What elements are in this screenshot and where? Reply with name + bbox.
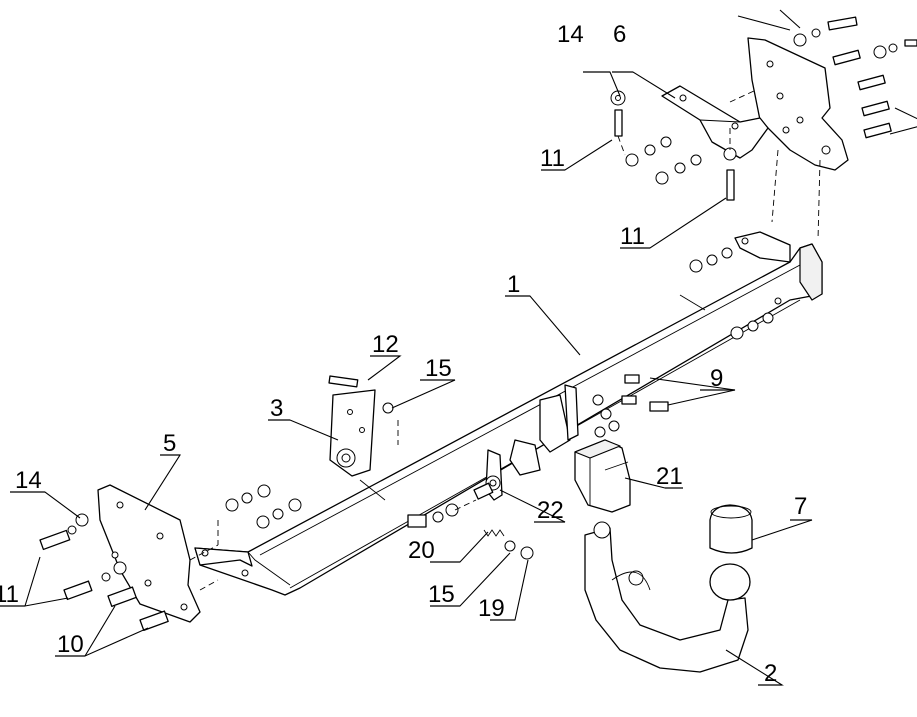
main-crossbeam [194, 231, 823, 596]
callout-15-low: 15 [428, 581, 455, 608]
callout-2: 2 [764, 660, 777, 687]
left-side-plate [97, 484, 201, 623]
callout-22: 22 [537, 497, 564, 524]
right-side-plate [747, 37, 849, 171]
callout-19: 19 [478, 595, 505, 622]
callout-11-left: 11 [0, 581, 19, 608]
socket-plate [329, 389, 376, 477]
callout-15-mid: 15 [425, 355, 452, 382]
callout-20: 20 [408, 537, 435, 564]
callout-5: 5 [163, 430, 176, 457]
fasteners [39, 16, 917, 631]
angle-bracket [661, 85, 769, 159]
callout-1: 1 [507, 271, 520, 298]
callout-14-top: 14 [557, 21, 584, 48]
callout-21: 21 [656, 463, 683, 490]
assembly-lines [189, 89, 821, 591]
callout-12: 12 [372, 331, 399, 358]
callout-6: 6 [613, 21, 626, 48]
lock-housing [574, 439, 631, 513]
callout-11-mid: 11 [620, 223, 645, 250]
callout-11-top: 11 [540, 145, 565, 172]
ball-cover [709, 504, 753, 554]
detachable-ball-neck [584, 521, 751, 673]
callout-14-left: 14 [15, 467, 42, 494]
callout-3: 3 [270, 395, 283, 422]
callout-9: 9 [710, 365, 723, 392]
callout-labels: 1 2 3 5 6 7 9 10 11 11 11 12 14 14 15 15 [0, 21, 812, 687]
callout-7: 7 [794, 493, 807, 520]
callout-10: 10 [57, 631, 84, 658]
hitch-mount-brackets [485, 384, 579, 501]
